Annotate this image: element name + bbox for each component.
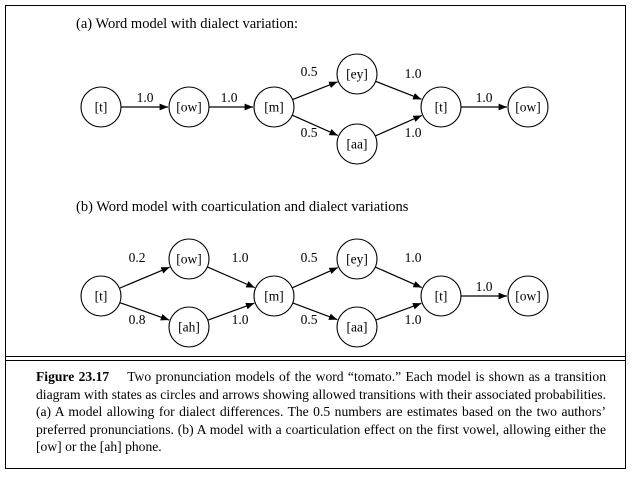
state-label-ey: [ey] xyxy=(346,67,368,82)
transition-arrow-ey-t2 xyxy=(375,266,423,289)
state-node-ow2 xyxy=(507,86,549,128)
transition-prob-t1-ow: 1.0 xyxy=(137,90,154,105)
transition-arrow-m-aa xyxy=(292,302,338,321)
transition-arrow-ah-m xyxy=(207,302,255,321)
transition-prob-ey-t2: 1.0 xyxy=(405,66,422,81)
transition-prob-m-aa: 0.5 xyxy=(301,312,318,327)
panel-a-diagram: 1.0 1.0 0.5 0.5 1.0 1.0 1.0 [t] [ow] [m] [ey] [aa] [… xyxy=(80,53,549,165)
transition-arrow-t1-ah xyxy=(119,302,170,321)
caption-text: Two pronunciation models of the word “to… xyxy=(36,369,607,455)
state-node-aa xyxy=(336,123,378,165)
state-label-ow2: [ow] xyxy=(515,100,541,115)
transition-prob-ow-m: 1.0 xyxy=(221,90,238,105)
state-label-t2: [t] xyxy=(435,100,448,115)
state-node-aa xyxy=(336,306,378,348)
state-label-ow2: [ow] xyxy=(515,289,541,304)
transition-prob-m-ey: 0.5 xyxy=(301,250,318,265)
transition-arrow-t1-ow xyxy=(119,266,170,289)
transition-prob-ey-t2: 1.0 xyxy=(405,250,422,265)
state-node-t1 xyxy=(80,275,122,317)
state-node-m xyxy=(253,86,295,128)
state-node-ey xyxy=(336,238,378,280)
state-label-t1: [t] xyxy=(95,289,108,304)
transition-arrow-ey-t2 xyxy=(375,80,422,100)
state-label-m: [m] xyxy=(264,289,284,304)
transition-prob-ah-m: 1.0 xyxy=(232,312,249,327)
panel-b-title: (b) Word model with coarticulation and d… xyxy=(76,199,409,215)
transition-prob-ow-m: 1.0 xyxy=(232,250,249,265)
transition-prob-m-aa: 0.5 xyxy=(301,125,318,140)
state-node-t1 xyxy=(80,86,122,128)
state-node-t2 xyxy=(420,86,462,128)
transition-prob-t2-ow2: 1.0 xyxy=(476,279,493,294)
state-label-m: [m] xyxy=(264,100,284,115)
transition-prob-t2-ow2: 1.0 xyxy=(476,90,493,105)
transition-arrow-m-aa xyxy=(292,114,339,136)
transition-arrow-m-ey xyxy=(292,81,338,101)
transition-prob-aa-t2: 1.0 xyxy=(405,125,422,140)
state-node-ow xyxy=(168,86,210,128)
state-node-m xyxy=(253,275,295,317)
transition-arrow-aa-t2 xyxy=(375,114,423,137)
state-label-t2: [t] xyxy=(435,289,448,304)
transition-prob-t1-ow: 0.2 xyxy=(129,250,146,265)
state-label-ow: [ow] xyxy=(176,252,202,267)
state-node-ow2 xyxy=(507,275,549,317)
transition-arrow-ow-m xyxy=(207,266,255,289)
figure-label: Figure 23.17 xyxy=(36,369,110,384)
state-label-ey: [ey] xyxy=(346,252,368,267)
state-node-ey xyxy=(336,53,378,95)
state-node-ow xyxy=(168,238,210,280)
state-node-ah xyxy=(168,306,210,348)
transition-prob-aa-t2: 1.0 xyxy=(405,312,422,327)
transition-prob-t1-ah: 0.8 xyxy=(129,312,146,327)
state-label-t1: [t] xyxy=(95,100,108,115)
state-label-aa: [aa] xyxy=(347,137,368,152)
state-label-ow: [ow] xyxy=(176,100,202,115)
transition-prob-m-ey: 0.5 xyxy=(301,64,318,79)
transition-arrow-aa-t2 xyxy=(375,302,422,321)
transition-arrow-m-ey xyxy=(292,267,339,289)
figure-frame xyxy=(5,5,626,469)
state-label-aa: [aa] xyxy=(347,320,368,335)
panel-a-title: (a) Word model with dialect variation: xyxy=(76,16,298,32)
state-node-t2 xyxy=(420,275,462,317)
panel-b-diagram: 0.2 0.8 1.0 1.0 0.5 0.5 1.0 1.0 1.0 [t] [ow] [ah] [m… xyxy=(80,238,549,348)
state-label-ah: [ah] xyxy=(178,320,200,335)
